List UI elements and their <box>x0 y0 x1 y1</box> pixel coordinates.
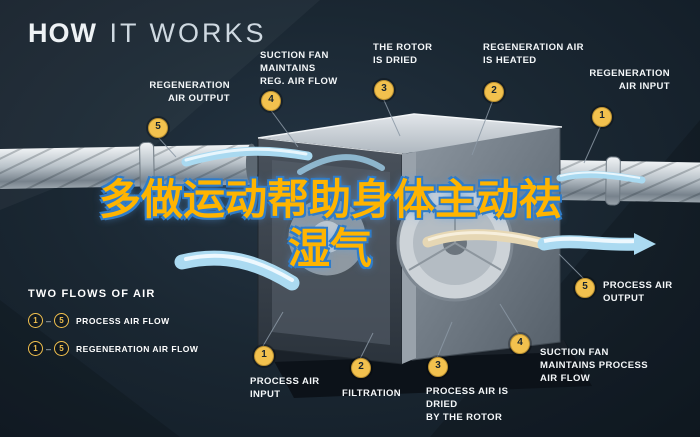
badge-3-process-dried: 3 <box>428 357 448 377</box>
page-title-light: IT WORKS <box>109 18 267 48</box>
legend-row-process: 1 – 5 PROCESS AIR FLOW <box>28 313 198 328</box>
page-title-bold: HOW <box>28 18 97 48</box>
desiccant-rotor <box>396 184 514 302</box>
watermark-text: 多做运动帮助身体主动祛 湿气 <box>50 176 610 273</box>
badge-3-rotor-dried: 3 <box>374 80 394 100</box>
legend-separator: – <box>46 343 52 354</box>
badge-2-regeneration-heated: 2 <box>484 82 504 102</box>
callout-label-suction-fan-process: SUCTION FAN MAINTAINS PROCESS AIR FLOW <box>540 347 648 384</box>
callout-label-process-air-input: PROCESS AIR INPUT <box>250 376 320 400</box>
legend-badge-regeneration-from: 1 <box>28 341 43 356</box>
badge-1-process-input: 1 <box>254 346 274 366</box>
callout-label-regeneration-air-heated: REGENERATION AIR IS HEATED <box>483 42 584 66</box>
badge-4-regeneration-fan: 4 <box>261 91 281 111</box>
callout-label-rotor-is-dried: THE ROTOR IS DRIED <box>373 42 433 66</box>
legend-badge-regeneration-to: 5 <box>54 341 70 356</box>
badge-2-filtration: 2 <box>351 358 371 378</box>
airflow-ribbons <box>174 146 656 291</box>
legend: TWO FLOWS OF AIR 1 – 5 PROCESS AIR FLOW … <box>28 288 198 356</box>
badge-4-process-fan: 4 <box>510 334 530 354</box>
callout-label-filtration: FILTRATION <box>342 388 402 399</box>
legend-badge-process-to: 5 <box>54 313 70 328</box>
flow-arrowhead <box>634 233 656 255</box>
badge-5-process-output: 5 <box>575 278 595 298</box>
badge-1-regeneration-input: 1 <box>592 107 612 127</box>
callout-label-process-air-output: PROCESS AIR OUTPUT <box>603 280 673 304</box>
callout-label-regeneration-air-output: REGENERATION AIR OUTPUT <box>149 80 230 104</box>
leader-lines <box>156 97 602 360</box>
badge-5-regeneration-output: 5 <box>148 118 168 138</box>
page-title: HOW IT WORKS <box>28 18 267 49</box>
legend-badge-process-from: 1 <box>28 313 43 328</box>
callout-label-suction-fan-reg: SUCTION FAN MAINTAINS REG. AIR FLOW <box>260 50 338 87</box>
watermark-line-2: 湿气 <box>287 224 372 272</box>
legend-separator: – <box>46 315 52 326</box>
legend-row-regeneration: 1 – 5 REGENERATION AIR FLOW <box>28 341 198 356</box>
legend-label-process: PROCESS AIR FLOW <box>76 315 170 326</box>
legend-label-regeneration: REGENERATION AIR FLOW <box>76 343 199 354</box>
callout-label-process-air-dried: PROCESS AIR IS DRIED BY THE ROTOR <box>426 386 509 423</box>
watermark-line-1: 多做运动帮助身体主动祛 <box>98 176 561 223</box>
legend-title: TWO FLOWS OF AIR <box>28 288 156 300</box>
callout-label-regeneration-air-input: REGENERATION AIR INPUT <box>589 68 670 92</box>
